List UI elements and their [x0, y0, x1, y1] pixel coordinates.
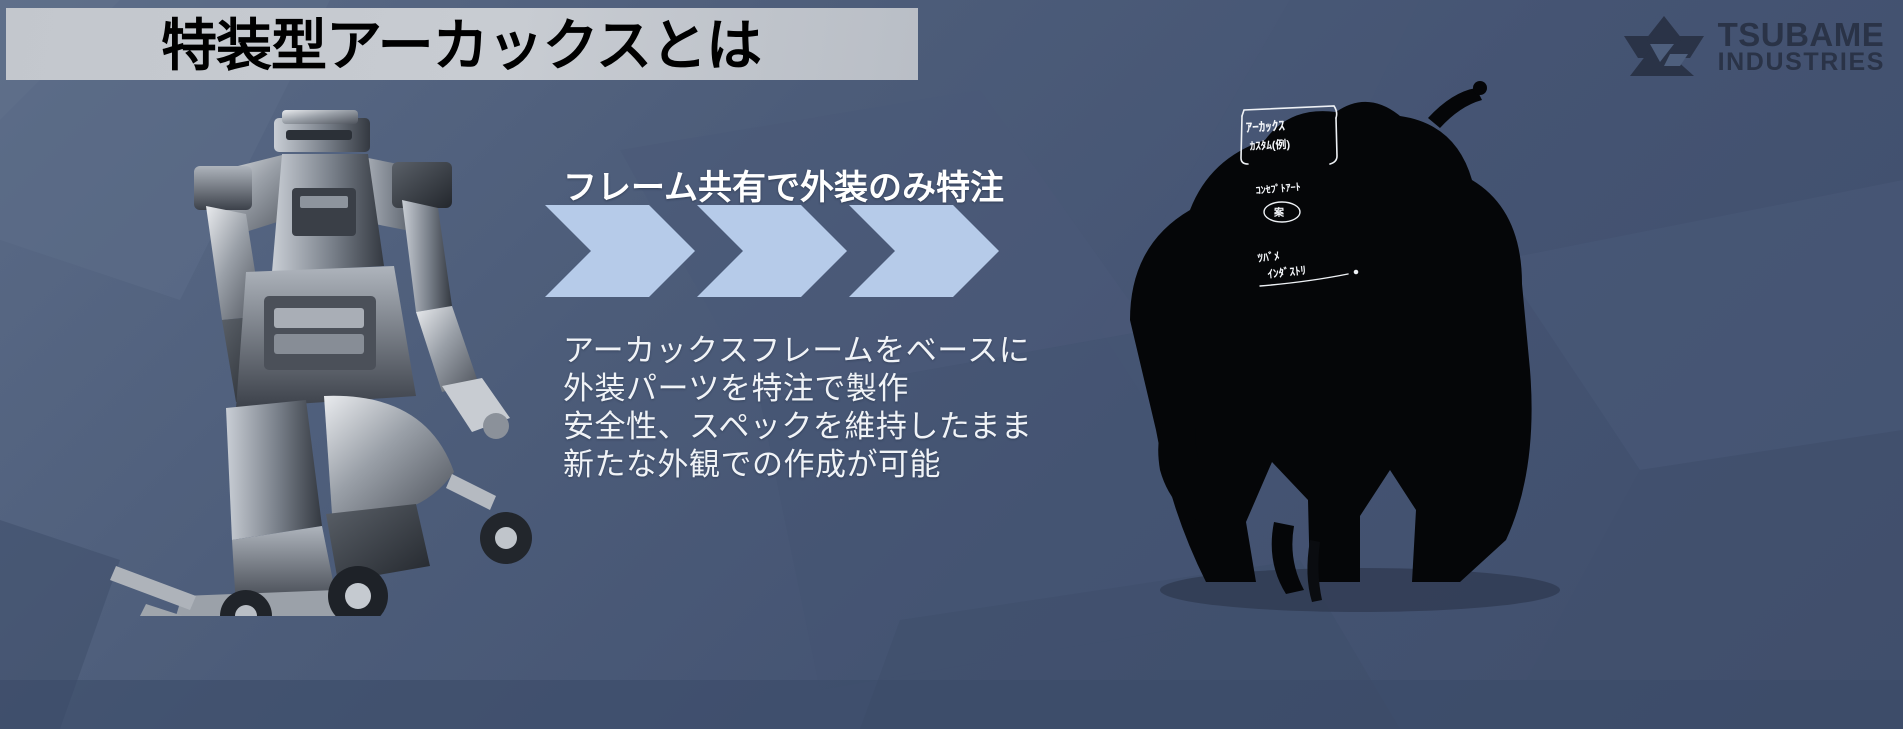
- chevron-1: [545, 205, 695, 297]
- logo-line-2: INDUSTRIES: [1717, 47, 1885, 76]
- body-text-block: アーカックスフレームをベースに 外装パーツを特注で製作 安全性、スペックを維持し…: [563, 332, 1032, 484]
- svg-text:ｲﾝﾀﾞｽﾄﾘ: ｲﾝﾀﾞｽﾄﾘ: [1267, 263, 1307, 281]
- svg-text:ｺﾝｾﾌﾟﾄｱｰﾄ: ｺﾝｾﾌﾟﾄｱｰﾄ: [1255, 180, 1301, 197]
- svg-text:ﾂﾊﾞﾒ: ﾂﾊﾞﾒ: [1257, 249, 1281, 265]
- handwritten-sketch-notes: ｱｰｶｯｸｽ ｶｽﾀﾑ(例) ｺﾝｾﾌﾟﾄｱｰﾄ 案 ﾂﾊﾞﾒ ｲﾝﾀﾞｽﾄﾘ: [1240, 105, 1359, 287]
- chevron-2: [697, 205, 847, 297]
- chevron-3: [849, 205, 999, 297]
- title-bar: 特装型アーカックスとは: [6, 8, 918, 80]
- tsubame-logo: TSUBAME INDUSTRIES: [1620, 14, 1885, 80]
- svg-text:ｶｽﾀﾑ(例): ｶｽﾀﾑ(例): [1249, 137, 1290, 153]
- archax-robot-photo: [110, 110, 532, 616]
- body-line-3: 安全性、スペックを維持したまま: [563, 409, 1033, 444]
- logo-line-1: TSUBAME: [1717, 16, 1885, 54]
- logo-wordmark: TSUBAME INDUSTRIES: [1717, 16, 1885, 76]
- svg-text:ｱｰｶｯｸｽ: ｱｰｶｯｸｽ: [1245, 118, 1285, 135]
- body-line-4: 新たな外観での作成が可能: [563, 447, 941, 482]
- page-title: 特装型アーカックスとは: [161, 14, 762, 77]
- tsubame-triangle-icon: [1623, 16, 1704, 76]
- headline-text: フレーム共有で外装のみ特注: [563, 169, 1004, 207]
- body-line-2: 外装パーツを特注で製作: [563, 371, 909, 406]
- svg-text:案: 案: [1273, 206, 1285, 219]
- archax-silhouette: [1130, 81, 1560, 612]
- body-line-1: アーカックスフレームをベースに: [563, 333, 1031, 368]
- chevron-arrow-group: [545, 205, 999, 297]
